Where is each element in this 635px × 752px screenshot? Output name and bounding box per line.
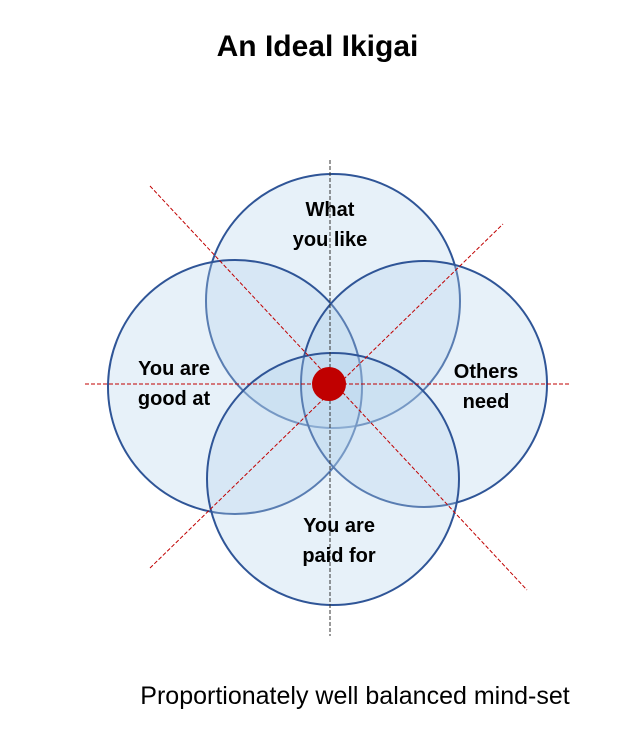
label-line: What	[305, 199, 355, 221]
label-line: you like	[292, 229, 368, 251]
label-line: Others	[453, 361, 519, 383]
label-line: You are	[138, 358, 210, 380]
circle-paid-for	[206, 352, 460, 606]
label-what-you-like: What you like	[280, 195, 380, 255]
caption: Proportionately well balanced mind-set	[140, 682, 570, 710]
diagram-title: An Ideal Ikigai	[216, 30, 419, 63]
circle-good-at	[107, 259, 363, 515]
center-point	[312, 367, 346, 401]
label-good-at: You are good at	[124, 354, 224, 414]
label-line: You are	[303, 515, 375, 537]
label-line: need	[462, 391, 510, 413]
label-line: good at	[137, 388, 211, 410]
label-others-need: Others need	[436, 357, 536, 417]
label-paid-for: You are paid for	[289, 511, 389, 571]
label-line: paid for	[302, 545, 376, 567]
